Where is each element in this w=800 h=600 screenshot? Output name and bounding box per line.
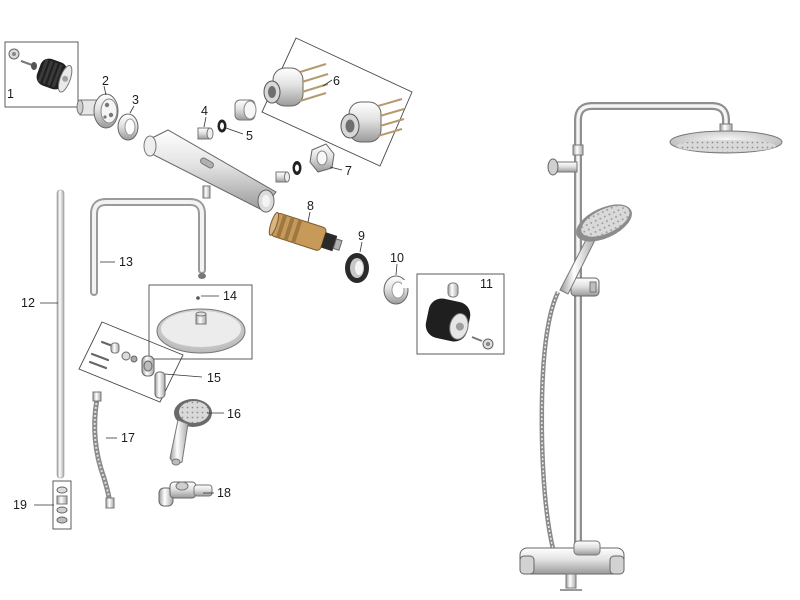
callout-5: 5 — [246, 129, 253, 143]
callout-16: 16 — [227, 407, 241, 421]
part-3-ring — [117, 113, 139, 141]
callout-10: 10 — [390, 251, 404, 265]
part-11-flow-handle — [416, 273, 505, 355]
callout-12: 12 — [21, 296, 35, 310]
part-6-wall-fixing-brackets — [261, 37, 413, 167]
callout-3: 3 — [132, 93, 139, 107]
part-2-diverter-cartridge — [76, 93, 119, 129]
part-19-rail-fittings — [52, 480, 72, 530]
part-10-retaining-clip — [383, 275, 410, 305]
part-16-hand-shower — [169, 399, 212, 466]
callout-4: 4 — [201, 104, 208, 118]
callout-11: 11 — [480, 277, 493, 291]
callout-18: 18 — [217, 486, 231, 500]
thermostatic-bar-body — [143, 129, 277, 213]
callout-15: 15 — [207, 371, 221, 385]
callout-9: 9 — [358, 229, 365, 243]
part-17-shower-hose — [92, 391, 115, 509]
callout-8: 8 — [307, 199, 314, 213]
callout-6: 6 — [333, 74, 340, 88]
callout-2: 2 — [102, 74, 109, 88]
part-4-connector — [197, 127, 214, 140]
callout-17: 17 — [121, 431, 135, 445]
part-13-shower-arm — [90, 198, 206, 296]
assembled-shower-system — [519, 102, 783, 591]
part-14-overhead-shower-head — [148, 284, 253, 360]
callout-13: 13 — [119, 255, 133, 269]
callout-19: 19 — [13, 498, 27, 512]
body-fittings — [275, 161, 302, 183]
part-8-thermostatic-cartridge — [268, 211, 343, 252]
part-15-fixing-kit — [78, 321, 184, 403]
part-9-splined-adaptor — [345, 253, 369, 283]
leader-lines — [34, 79, 398, 506]
part-18-slider-bracket — [158, 481, 213, 507]
part-7-hex-nut — [309, 143, 335, 173]
part-12-riser-rail — [56, 189, 65, 479]
callout-1: 1 — [7, 87, 14, 101]
part-5-seal-washer — [217, 99, 257, 133]
callout-7: 7 — [345, 164, 352, 178]
part-1-temperature-handle — [4, 41, 79, 108]
callout-14: 14 — [223, 289, 237, 303]
callout-labels: 1 2 3 4 5 6 7 8 9 10 11 12 13 14 15 16 1… — [7, 74, 493, 512]
